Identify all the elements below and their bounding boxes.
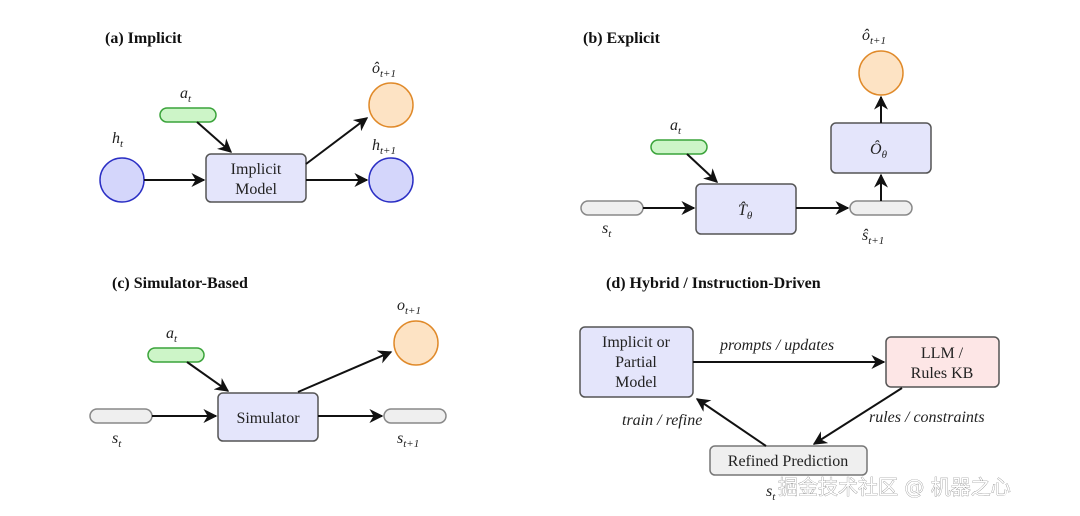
edge-refined-to-model [695, 398, 767, 447]
occluded-s-t-label: st [766, 483, 776, 503]
watermark-text: 掘金技术社区 @ 机器之心 [778, 475, 1011, 499]
state-s-t-node [580, 200, 644, 216]
edge-label-rules-constraints: rules / constraints [869, 409, 985, 426]
state-s-t-node [89, 408, 153, 424]
o-hat-next-label: ôt+1 [862, 27, 886, 47]
edge-model-to-obs [305, 117, 369, 165]
o-next-label: ot+1 [397, 297, 421, 317]
refined-prediction-box [709, 445, 868, 476]
panel-d-hybrid: (d) Hybrid / Instruction-Driven Implicit… [579, 275, 1000, 503]
edge-action-to-transition [686, 153, 719, 183]
action-a-t-node [159, 107, 217, 123]
observation-node [393, 320, 439, 366]
action-a-t-node [650, 139, 708, 155]
simulator-label: Simulator [236, 410, 300, 427]
h-t-label: ht [112, 130, 124, 150]
partial-model-label-line3: Model [615, 374, 657, 391]
panel-a-implicit: (a) Implicit ht at Implicit Model ôt+1 h… [99, 30, 414, 203]
o-hat-next-label: ôt+1 [372, 60, 396, 80]
refined-prediction-label: Refined Prediction [728, 453, 848, 470]
s-t-label: st [602, 220, 612, 240]
panel-a-title: (a) Implicit [105, 30, 183, 47]
partial-model-label-line1: Implicit or [602, 334, 671, 351]
edge-label-train-refine: train / refine [622, 412, 702, 429]
panel-c-simulator: (c) Simulator-Based at st Simulator ot+1… [89, 275, 447, 450]
h-next-label: ht+1 [372, 137, 396, 157]
panel-b-title: (b) Explicit [583, 30, 661, 47]
action-a-t-node [147, 347, 205, 363]
s-hat-next-label: ŝt+1 [862, 227, 884, 247]
implicit-model-label-line1: Implicit [231, 161, 282, 178]
a-t-label: at [166, 325, 178, 345]
panel-c-title: (c) Simulator-Based [112, 275, 248, 292]
edge-action-to-model [196, 121, 233, 153]
s-t-label: st [112, 430, 122, 450]
a-t-label: at [670, 117, 682, 137]
next-state-node [383, 408, 447, 424]
edge-llm-to-refined [812, 387, 903, 445]
transition-model-label: T̂θ [738, 200, 753, 222]
hidden-state-h-t-node [99, 157, 145, 203]
partial-model-label-line2: Partial [615, 354, 657, 371]
llm-rules-kb-box [885, 336, 1000, 388]
panel-d-title: (d) Hybrid / Instruction-Driven [606, 275, 821, 292]
s-next-label: st+1 [397, 430, 419, 450]
edge-label-prompts-updates: prompts / updates [719, 337, 834, 354]
llm-label-line2: Rules KB [911, 365, 974, 382]
observation-model-label: Ôθ [870, 139, 888, 161]
a-t-label: at [180, 85, 192, 105]
predicted-state-node [849, 200, 913, 216]
edge-simulator-to-obs [297, 350, 393, 393]
hidden-state-h-next-node [368, 157, 414, 203]
panel-b-explicit: (b) Explicit at st T̂θ ŝt+1 Ôθ ôt+1 [580, 27, 932, 247]
edge-action-to-simulator [186, 361, 230, 392]
implicit-model-label-line2: Model [235, 181, 277, 198]
implicit-model-box [205, 153, 307, 203]
predicted-observation-node [858, 50, 904, 96]
predicted-observation-node [368, 82, 414, 128]
llm-label-line1: LLM / [921, 345, 964, 362]
